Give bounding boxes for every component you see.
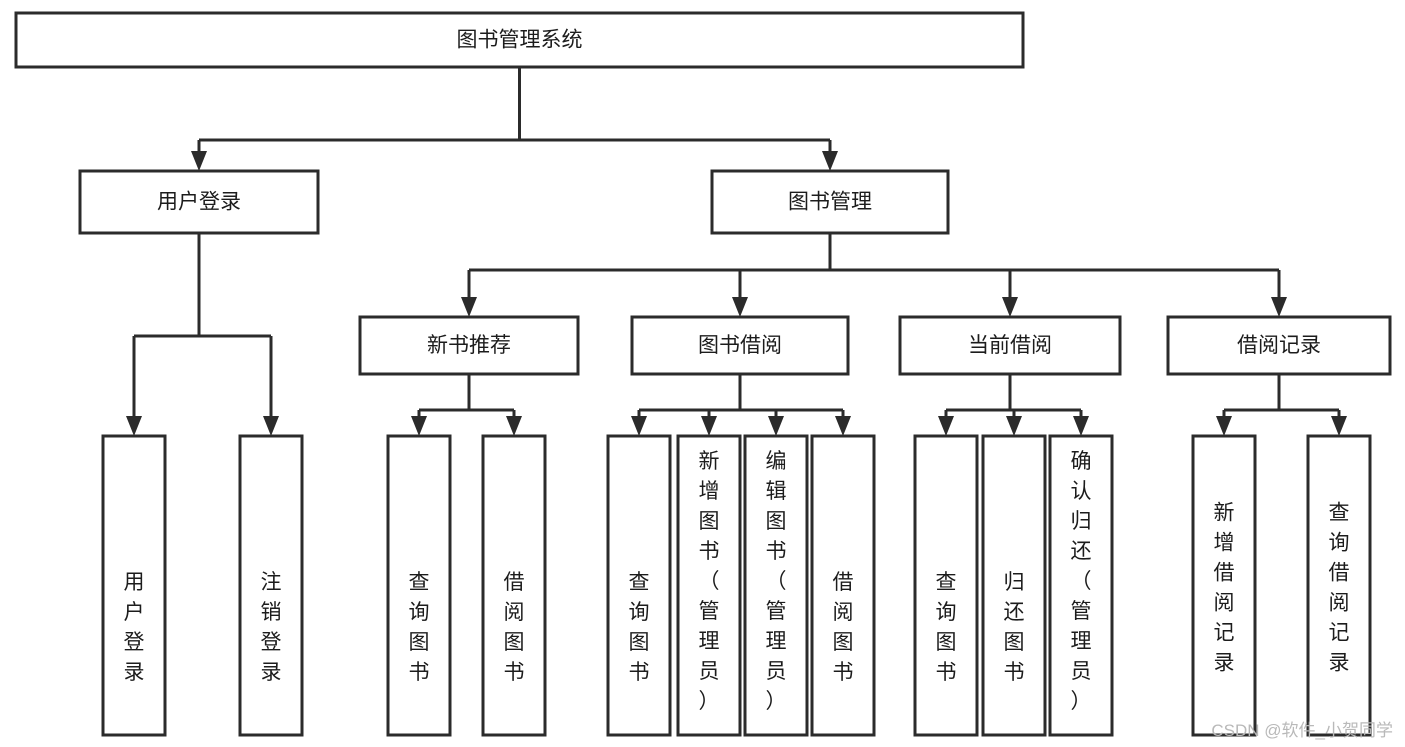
node-label-leaf-logout: 注销登录 [261,571,282,684]
node-label-current-borrow: 当前借阅 [968,334,1052,357]
node-book-manage[interactable]: 图书管理 [710,169,950,235]
node-current-borrow[interactable]: 当前借阅 [898,315,1122,376]
node-label-book-borrow: 图书借阅 [698,334,782,357]
node-box-leaf-confirm-return-admin [1048,434,1114,737]
node-leaf-edit-book-admin[interactable]: 编辑图书（管理员） [743,434,809,737]
node-leaf-logout[interactable]: 注销登录 [238,434,304,737]
node-box-borrow-record [1166,315,1392,376]
node-leaf-confirm-return-admin[interactable]: 确认归还（管理员） [1048,434,1114,737]
node-book-borrow[interactable]: 图书借阅 [630,315,850,376]
node-box-leaf-add-borrow-record [1191,434,1257,737]
node-leaf-return-book[interactable]: 归还图书 [981,434,1047,737]
node-box-leaf-edit-book-admin [743,434,809,737]
node-user-login[interactable]: 用户登录 [78,169,320,235]
node-box-user-login [78,169,320,235]
node-box-new-book-recommend [358,315,580,376]
node-leaf-query-book-borrow[interactable]: 查询图书 [606,434,672,737]
node-box-book-manage [710,169,950,235]
node-box-leaf-borrow-book-rec [481,434,547,737]
node-label-leaf-query-book-current: 查询图书 [936,571,957,684]
node-label-leaf-add-book-admin: 新增图书（管理员） [699,450,720,713]
node-leaf-borrow-book-rec[interactable]: 借阅图书 [481,434,547,737]
node-box-leaf-query-book-current [913,434,979,737]
node-label-leaf-query-borrow-record: 查询借阅记录 [1329,502,1350,675]
node-label-leaf-confirm-return-admin: 确认归还（管理员） [1071,450,1092,713]
node-box-leaf-add-book-admin [676,434,742,737]
node-label-leaf-return-book: 归还图书 [1004,571,1025,684]
node-leaf-user-login[interactable]: 用户登录 [101,434,167,737]
node-label-leaf-query-book-rec: 查询图书 [409,571,430,684]
node-leaf-add-book-admin[interactable]: 新增图书（管理员） [676,434,742,737]
node-label-leaf-borrow-book-rec: 借阅图书 [504,571,525,684]
node-leaf-borrow-book[interactable]: 借阅图书 [810,434,876,737]
node-box-book-borrow [630,315,850,376]
connector-layer [126,67,1347,436]
node-box-leaf-logout [238,434,304,737]
node-label-borrow-record: 借阅记录 [1237,334,1321,357]
node-label-leaf-add-borrow-record: 新增借阅记录 [1214,502,1235,675]
node-label-leaf-query-book-borrow: 查询图书 [629,571,650,684]
node-borrow-record[interactable]: 借阅记录 [1166,315,1392,376]
node-box-leaf-user-login [101,434,167,737]
node-box-leaf-return-book [981,434,1047,737]
node-box-leaf-query-book-borrow [606,434,672,737]
node-root[interactable]: 图书管理系统 [14,11,1025,69]
node-label-root: 图书管理系统 [457,29,583,52]
node-box-leaf-query-book-rec [386,434,452,737]
node-box-current-borrow [898,315,1122,376]
node-leaf-query-book-current[interactable]: 查询图书 [913,434,979,737]
node-leaf-add-borrow-record[interactable]: 新增借阅记录 [1191,434,1257,737]
node-leaf-query-borrow-record[interactable]: 查询借阅记录 [1306,434,1372,737]
node-label-leaf-borrow-book: 借阅图书 [833,571,854,684]
csdn-watermark: CSDN @软件_小贺同学 [1211,721,1393,740]
node-box-leaf-borrow-book [810,434,876,737]
node-label-new-book-recommend: 新书推荐 [427,334,511,357]
node-layer: 图书管理系统用户登录图书管理新书推荐图书借阅当前借阅借阅记录用户登录注销登录查询… [14,11,1392,737]
node-label-leaf-user-login: 用户登录 [124,571,145,684]
node-leaf-query-book-rec[interactable]: 查询图书 [386,434,452,737]
node-box-leaf-query-borrow-record [1306,434,1372,737]
node-label-user-login: 用户登录 [157,191,241,214]
node-new-book-recommend[interactable]: 新书推荐 [358,315,580,376]
node-box-root [14,11,1025,69]
node-label-leaf-edit-book-admin: 编辑图书（管理员） [766,450,787,713]
node-label-book-manage: 图书管理 [788,191,872,214]
